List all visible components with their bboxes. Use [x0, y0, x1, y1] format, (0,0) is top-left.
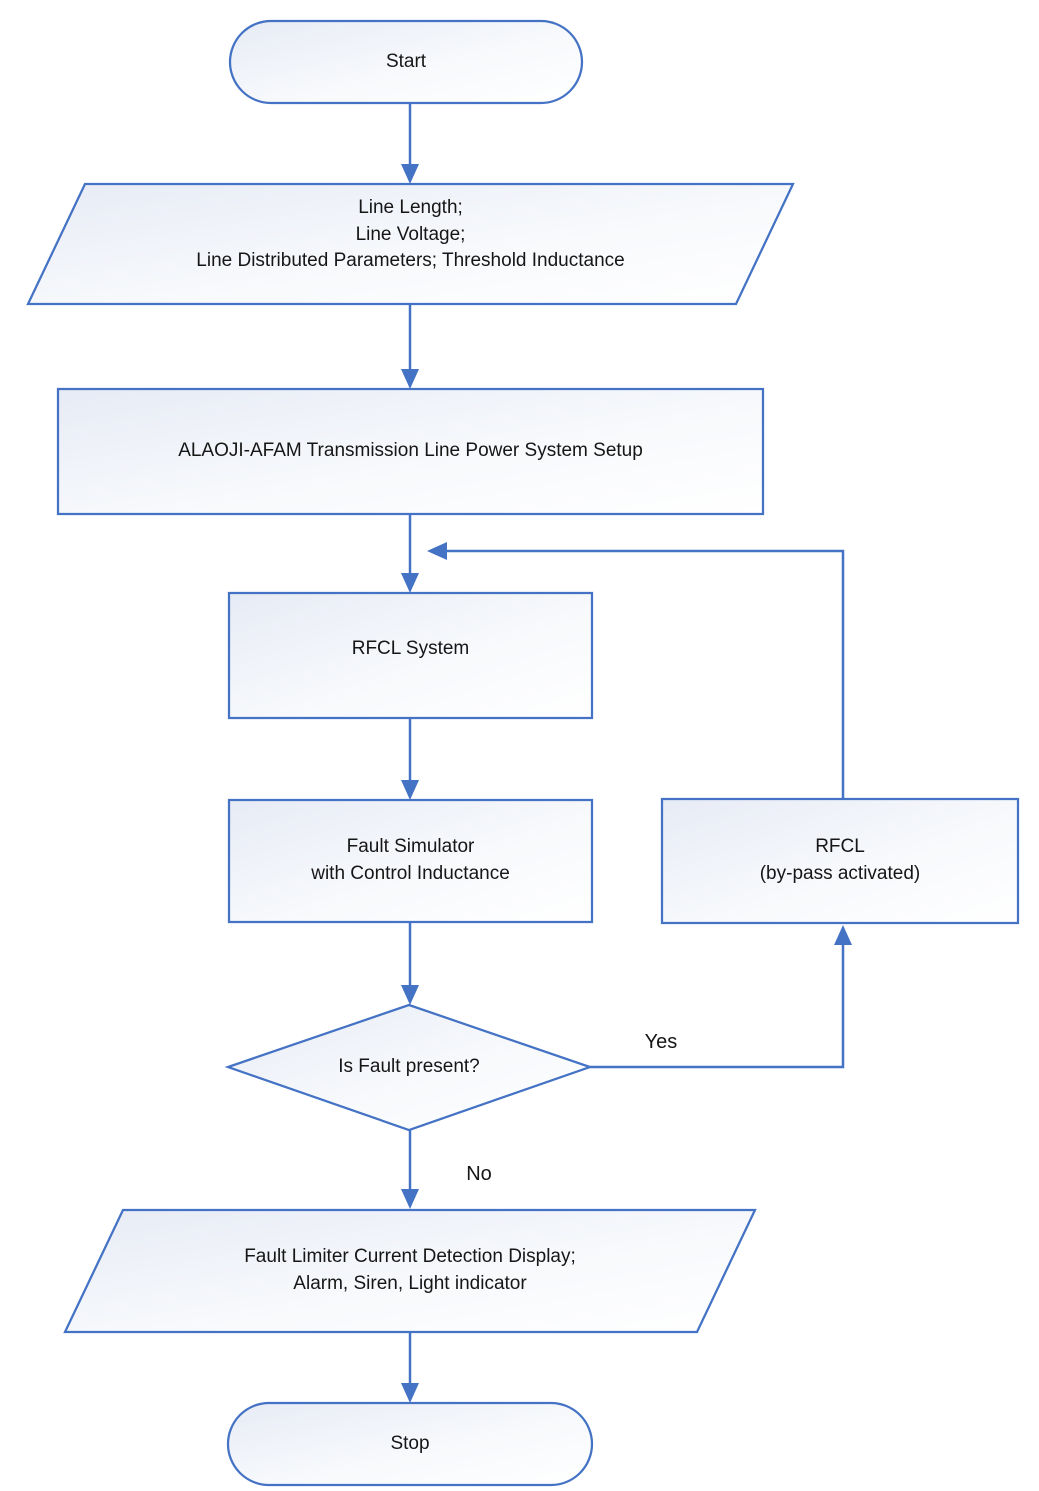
- arrowhead-to-fault-simulator: [401, 780, 419, 800]
- setup-process-shape: [56, 387, 765, 516]
- arrowhead-no-down: [401, 1189, 419, 1209]
- arrowhead-to-stop: [401, 1383, 419, 1403]
- rfcl-bypass-process-shape: [660, 797, 1020, 925]
- inputs-parallelogram-shape: [26, 182, 795, 306]
- arrowhead-yes-up: [834, 925, 852, 945]
- edge-bypass-feedback-to-junction: [447, 549, 845, 799]
- decision-diamond-shape: [224, 1003, 594, 1132]
- arrowhead-feedback-left: [427, 542, 447, 560]
- start-terminator-shape: [228, 19, 584, 105]
- arrowhead-inputs-to-setup: [401, 369, 419, 389]
- stop-terminator-shape: [226, 1401, 594, 1487]
- fault-simulator-process-shape: [227, 798, 594, 924]
- arrowhead-start-to-inputs: [401, 164, 419, 184]
- arrowhead-setup-to-rfcl-system: [401, 573, 419, 593]
- output-parallelogram-shape: [63, 1208, 757, 1334]
- rfcl-system-process-shape: [227, 591, 594, 720]
- edge-decision-yes-to-bypass: [590, 945, 845, 1069]
- arrowhead-to-decision: [401, 985, 419, 1005]
